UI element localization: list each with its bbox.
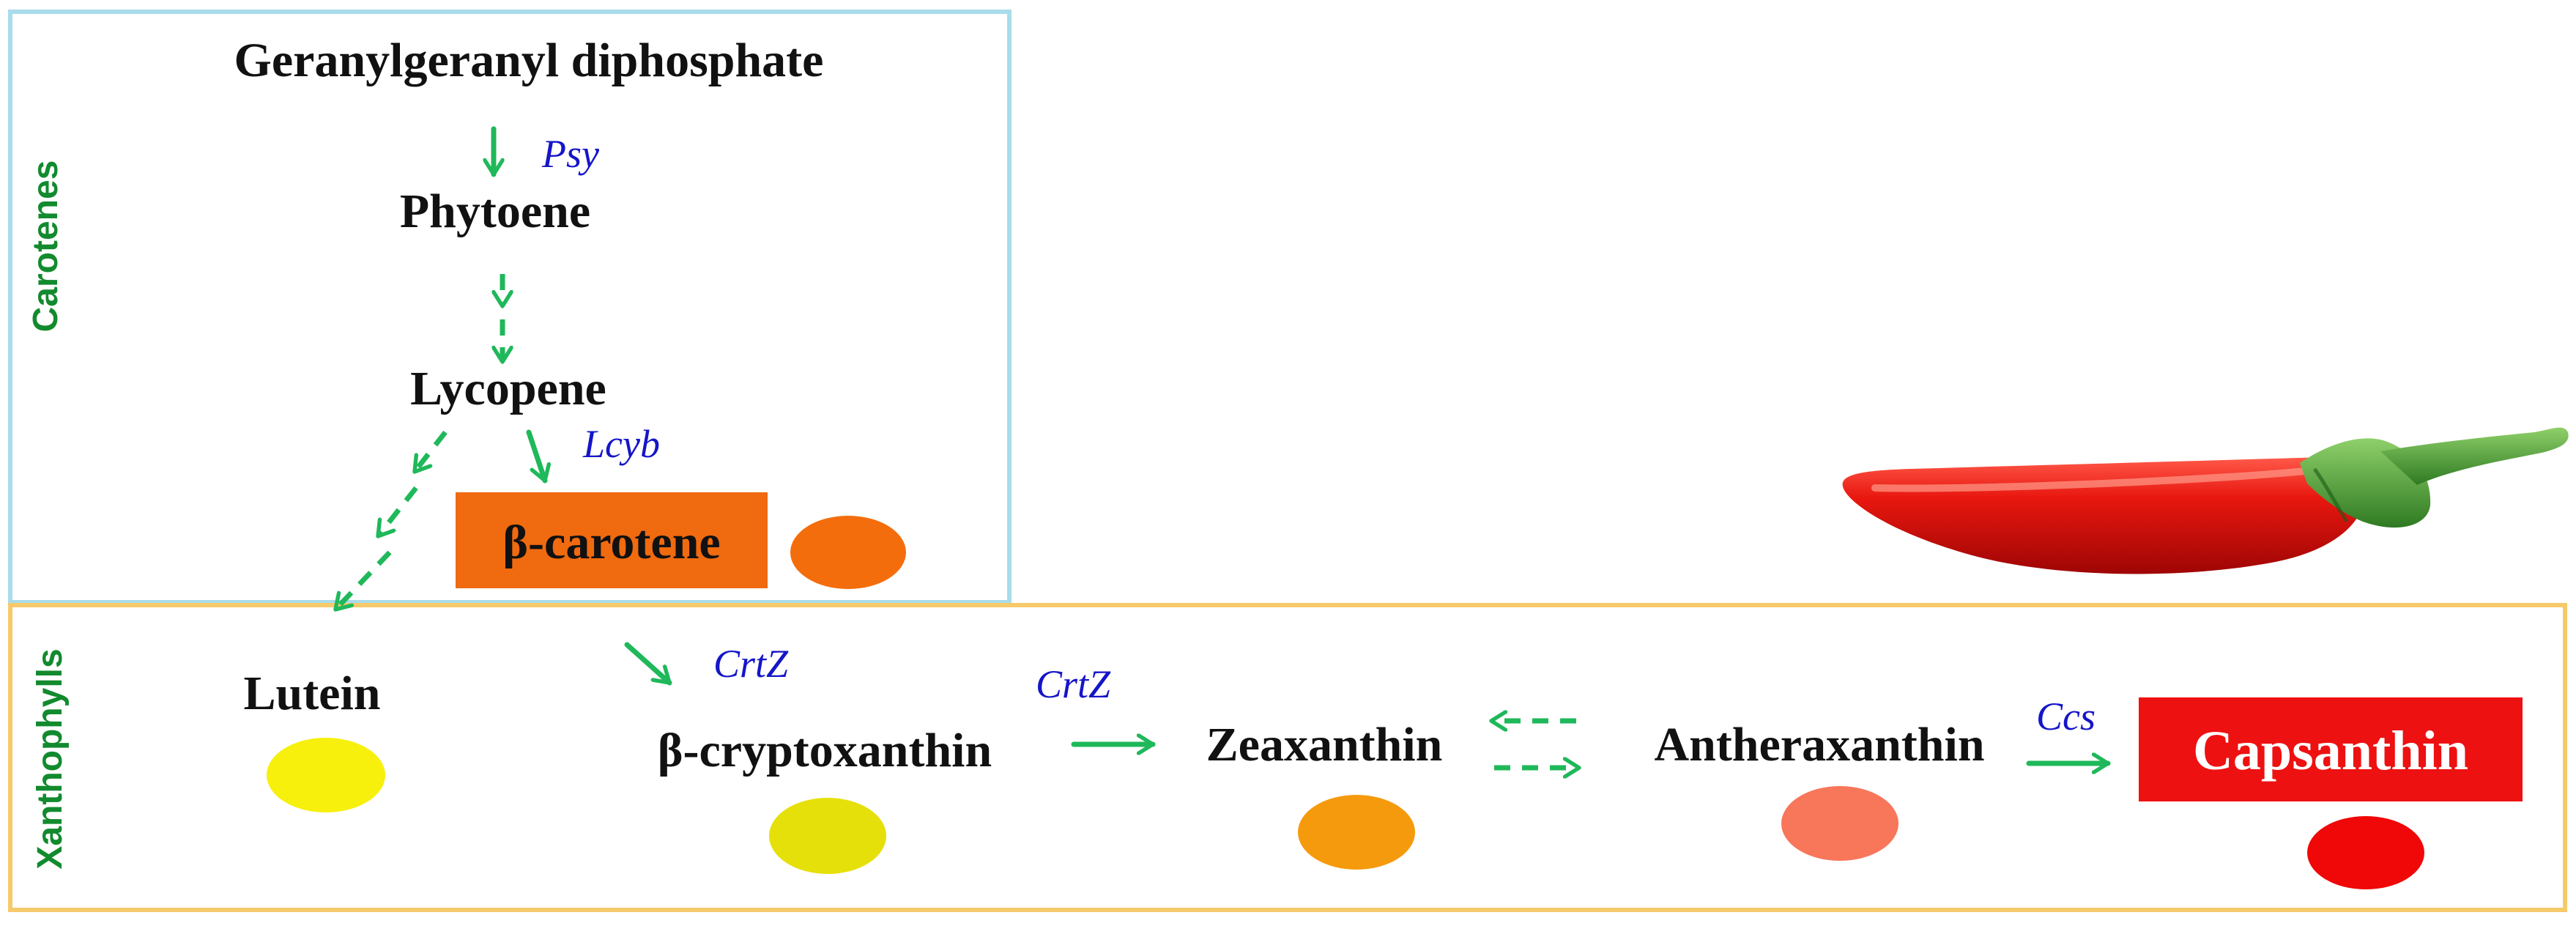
crtz-enzyme-label-1: CrtZ (713, 642, 789, 686)
beta-carotene-color-swatch (790, 516, 906, 589)
psy-enzyme-label: Psy (541, 132, 599, 176)
antheraxanthin-color-swatch (1781, 786, 1898, 861)
xanthophylls-box (8, 603, 2567, 912)
capsanthin-box (2139, 697, 2523, 801)
lycopene-to-beta-carotene-arrow (526, 429, 545, 484)
red-chili-pepper-icon (1842, 427, 2569, 574)
beta-cryptoxanthin-color-swatch (769, 798, 886, 874)
capsanthin-color-swatch (2307, 816, 2424, 889)
beta-carotene-box (456, 492, 768, 588)
lycopene-label: Lycopene (410, 362, 606, 415)
xanthophylls-label: Xanthophylls (31, 648, 70, 869)
capsanthin-label: Capsanthin (2193, 720, 2468, 782)
geranylgeranyl-diphosphate-label: Geranylgeranyl diphosphate (234, 34, 824, 87)
beta-carotene-label: β-carotene (502, 516, 720, 569)
lycopene-to-lutein-arrow-2 (376, 486, 418, 536)
lutein-color-swatch (267, 738, 385, 812)
ccs-enzyme-label: Ccs (2036, 694, 2096, 738)
beta-carotene-to-cryptoxanthin-arrow (624, 642, 672, 686)
crtz-enzyme-label-2: CrtZ (1036, 662, 1111, 706)
beta-cryptoxanthin-label: β-cryptoxanthin (658, 724, 992, 777)
lycopene-to-lutein-arrow-3 (335, 550, 392, 610)
lycopene-to-lutein-arrow-1 (412, 430, 448, 472)
antheraxanthin-label: Antheraxanthin (1654, 718, 1984, 771)
lutein-label: Lutein (243, 667, 380, 720)
phytoene-label: Phytoene (400, 185, 590, 238)
lcyb-enzyme-label: Lcyb (582, 422, 660, 466)
carotenes-box (8, 10, 1012, 604)
zeaxanthin-label: Zeaxanthin (1206, 718, 1443, 771)
carotenes-label: Carotenes (26, 160, 65, 333)
zeaxanthin-color-swatch (1298, 795, 1415, 870)
